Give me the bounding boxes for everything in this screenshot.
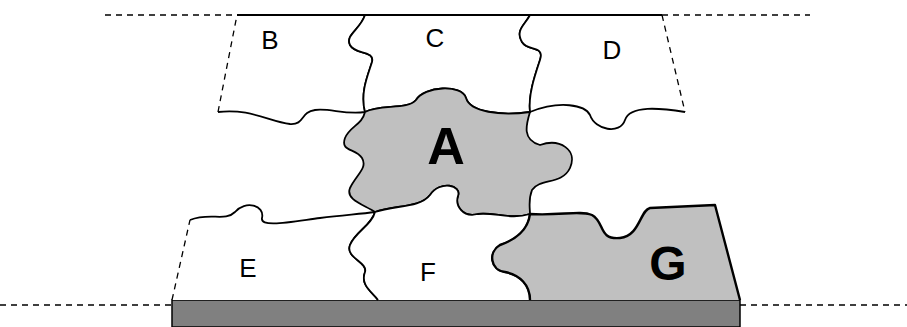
piece-edge xyxy=(218,15,372,124)
puzzle-piece: F xyxy=(340,178,535,303)
dashed-edge xyxy=(105,14,237,15)
dashed-edge xyxy=(0,304,172,305)
piece-edge xyxy=(520,15,685,129)
piece-fill xyxy=(172,205,378,300)
piece-fill xyxy=(520,15,685,129)
piece-outline xyxy=(340,178,535,303)
piece-top-edge xyxy=(237,14,365,16)
piece-cut-edge xyxy=(662,15,685,112)
piece-letter: D xyxy=(603,37,622,63)
piece-cut-edge xyxy=(172,220,190,300)
piece-top-edge xyxy=(365,14,530,16)
piece-letter: F xyxy=(420,259,436,285)
piece-outline xyxy=(484,200,744,303)
piece-letter: A xyxy=(427,120,465,172)
puzzle-piece: D xyxy=(512,10,690,138)
piece-letter: G xyxy=(649,240,686,288)
piece-cut-edge xyxy=(218,15,237,112)
piece-edge xyxy=(492,205,740,300)
piece-letter: E xyxy=(239,255,256,281)
piece-letter: B xyxy=(261,27,278,53)
piece-fill xyxy=(218,15,372,124)
dashed-edge xyxy=(662,14,810,15)
piece-top-edge xyxy=(530,14,662,16)
piece-letter: C xyxy=(426,25,445,51)
piece-fill xyxy=(492,205,740,300)
puzzle-piece: G xyxy=(484,200,744,303)
piece-outline xyxy=(512,10,690,138)
dashed-edge xyxy=(740,304,907,305)
base-bar xyxy=(172,300,740,327)
